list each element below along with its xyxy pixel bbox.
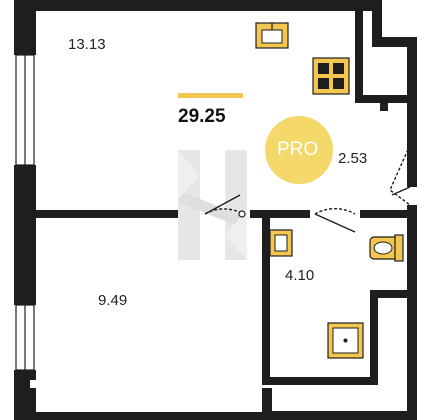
pro-badge-label: PRO xyxy=(277,139,319,160)
total-area: 29.25 xyxy=(178,106,226,127)
door-handle xyxy=(238,210,246,218)
watermark-logo xyxy=(178,150,247,260)
stove-icon xyxy=(312,57,350,95)
room-area-hall: 2.53 xyxy=(338,150,368,167)
pro-badge xyxy=(265,116,333,184)
window-icon xyxy=(15,54,35,371)
walls xyxy=(14,0,417,420)
sink-icon xyxy=(269,229,293,257)
room-area-bathroom: 4.10 xyxy=(285,267,315,284)
toilet-icon xyxy=(369,234,404,262)
sink-icon xyxy=(255,22,289,49)
room-area-bedroom: 9.49 xyxy=(98,292,128,309)
total-area-bar xyxy=(178,93,243,98)
room-area-main: 13.13 xyxy=(68,36,106,53)
shower-icon xyxy=(327,322,364,359)
